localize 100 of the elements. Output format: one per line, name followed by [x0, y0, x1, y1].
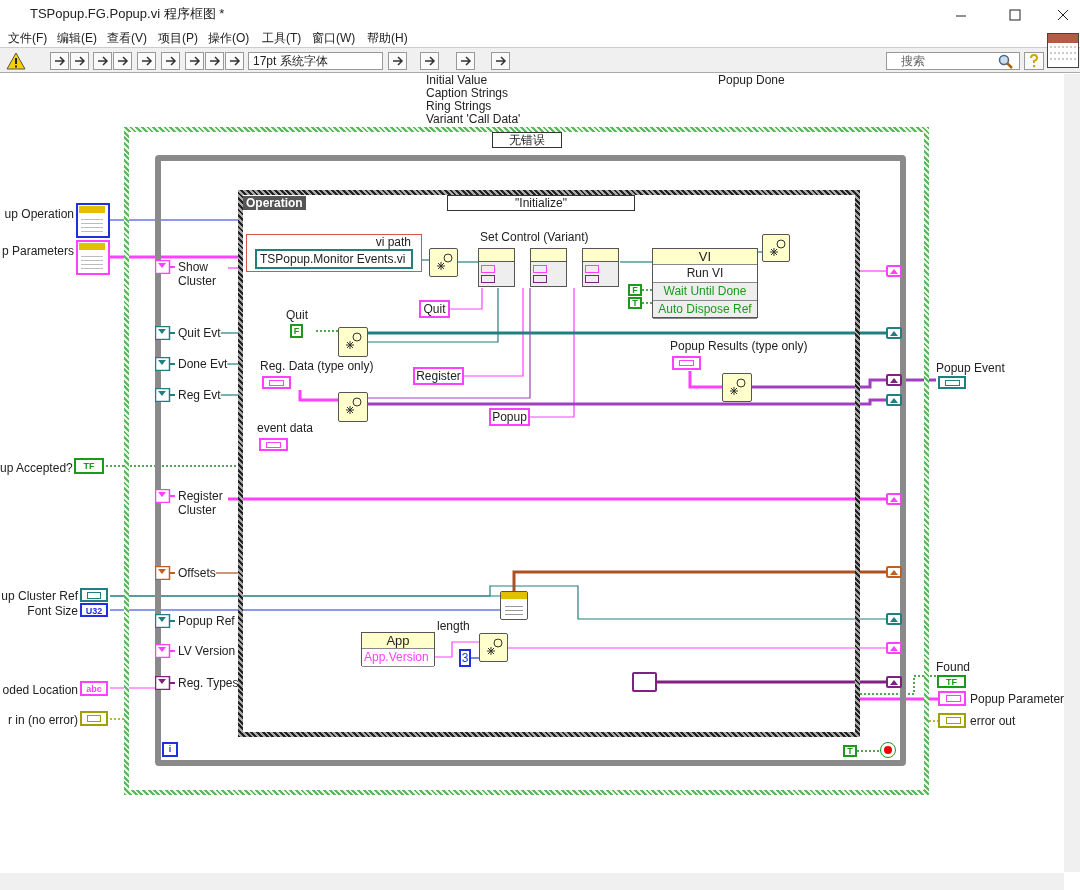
shift-register: [886, 265, 902, 277]
wire: [105, 465, 239, 467]
indicator-terminal: TF: [937, 675, 966, 688]
case-structure: [238, 190, 860, 737]
parameter-row: Auto Dispose Ref: [653, 301, 757, 319]
function-icon: [762, 234, 790, 262]
iteration-terminal: i: [162, 742, 178, 757]
element-label: Popup Done: [718, 73, 785, 87]
control-label: vi path: [375, 235, 411, 249]
terminal-label: Quit: [286, 308, 308, 322]
case-label: Operation: [243, 196, 306, 210]
shift-register-label: Register Cluster: [178, 489, 224, 517]
terminal-label: Reg. Data (type only): [260, 359, 374, 373]
shift-register-label: Done Evt: [178, 357, 228, 371]
shift-register: [886, 642, 902, 654]
wire: [641, 302, 653, 304]
wire: [298, 390, 338, 402]
path-constant: TSPopup.Monitor Events.vi: [255, 249, 413, 269]
function-icon: [722, 373, 752, 402]
string-constant: Quit: [419, 300, 450, 318]
element-label: Initial Value: [426, 73, 488, 87]
menu-item: 窗口(W): [312, 31, 356, 45]
search-field: 搜索: [886, 52, 1020, 70]
wire: [109, 718, 125, 720]
terminal-label: Popup Results (type only): [670, 339, 808, 353]
wire: [228, 497, 886, 501]
terminal-label: up Cluster Ref: [0, 589, 78, 603]
wire: [457, 261, 479, 263]
wire: [752, 378, 886, 389]
wire: [619, 261, 653, 263]
menu-item: 帮助(H): [367, 31, 408, 45]
wire: [859, 675, 937, 695]
wire: [856, 750, 881, 752]
shift-register: [886, 676, 902, 688]
method-name: Run VI: [653, 265, 757, 283]
wire: [641, 289, 653, 291]
wire: [529, 287, 575, 418]
boolean-constant: T: [628, 297, 642, 309]
wire: [421, 259, 430, 261]
wire: [227, 267, 239, 269]
boolean-constant: F: [628, 284, 642, 296]
stop-terminal: [880, 742, 896, 758]
case-selector: "Initialize": [447, 195, 635, 211]
node-label: Set Control (Variant): [480, 230, 589, 244]
node-header: VI: [653, 249, 757, 265]
terminal-label: error out: [970, 714, 1016, 728]
menu-item: 查看(V): [107, 31, 147, 45]
terminal-label: up Accepted?: [0, 461, 72, 475]
parameter-row: Wait Until Done: [653, 283, 757, 301]
wire: [109, 687, 156, 689]
terminal-label: length: [437, 619, 470, 633]
terminal-label: p Parameters: [0, 244, 74, 258]
wire: [434, 641, 480, 658]
wire: [757, 251, 763, 253]
shift-register: [886, 493, 902, 505]
highlight-frame: [246, 234, 422, 272]
case-selector: 无错误: [492, 132, 562, 148]
element-label: Caption Strings: [426, 86, 509, 100]
shift-register: [886, 394, 902, 406]
string-constant: Popup: [489, 408, 530, 426]
string-constant: [632, 672, 657, 692]
menu-item: 工具(T): [262, 31, 302, 45]
property-node: [361, 632, 435, 666]
terminal-label: event data: [257, 421, 314, 435]
shift-register: [886, 327, 902, 339]
wire: [512, 570, 886, 591]
shift-register-label: Popup Ref: [178, 614, 235, 628]
invoke-node: [652, 248, 758, 318]
terminal-label: Popup Event: [936, 361, 1005, 375]
terminal-label: oded Location: [1, 683, 78, 697]
wire: [367, 287, 499, 343]
wire: [109, 585, 887, 620]
wire: [688, 371, 722, 389]
control-terminal: abc: [80, 681, 108, 696]
shift-register-label: Reg. Types: [178, 676, 239, 690]
wire: [463, 287, 524, 377]
window-title: TSPopup.FG.Popup.vi 程序框图 *: [30, 7, 225, 21]
function-icon: [429, 248, 458, 277]
shift-register: [886, 566, 902, 578]
shift-register: [886, 374, 902, 386]
control-terminal: U32: [80, 603, 108, 617]
shift-register-label: Offsets: [178, 566, 216, 580]
wire: [226, 363, 239, 365]
wire: [657, 680, 886, 684]
menu-item: 项目(P): [158, 31, 198, 45]
wire: [507, 647, 887, 649]
boolean-constant: F: [290, 324, 303, 338]
boolean-constant: T: [843, 745, 857, 757]
wire: [109, 219, 239, 221]
node-header: App: [362, 633, 434, 649]
numeric-constant: 3: [459, 649, 471, 667]
terminal-label: r in (no error): [7, 713, 78, 727]
subvi-icon: [500, 591, 528, 620]
wire: [315, 330, 339, 332]
property-row: App.Version: [362, 649, 434, 667]
wire: [368, 398, 886, 406]
wire: [220, 394, 239, 396]
element-label: Variant 'Call Data': [426, 112, 521, 126]
shift-register-label: Reg Evt: [178, 388, 221, 402]
menu-item: 编辑(E): [57, 31, 97, 45]
